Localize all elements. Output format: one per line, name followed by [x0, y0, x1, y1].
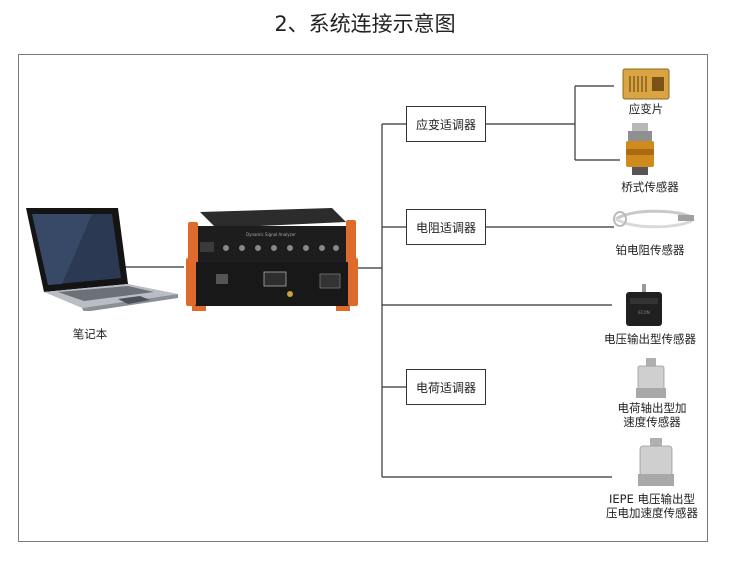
voltage-sensor-label: 电压输出型传感器 [604, 332, 696, 346]
charge-accelerometer-icon [636, 358, 666, 398]
voltage-output-sensor: ECON [624, 284, 664, 328]
diagram-title: 2、系统连接示意图 [274, 12, 456, 36]
laptop-label: 笔记本 [72, 327, 108, 341]
charge-accelerometer-label-line1: 电荷轴出型加 [617, 401, 687, 415]
svg-text:ECON: ECON [638, 310, 649, 315]
bridge-sensor [622, 123, 658, 175]
diagram-frame [18, 54, 708, 542]
bridge-sensor-icon [626, 123, 654, 175]
charge-accelerometer [634, 358, 668, 400]
strain-conditioner-box: 应变适调器 [406, 106, 486, 142]
analyzer-icon: Dynamic Signal Analyzer [186, 208, 358, 311]
resistance-conditioner-box: 电阻适调器 [406, 209, 486, 245]
strain-gauge-label: 应变片 [628, 102, 664, 116]
bridge-sensor-label: 桥式传感器 [621, 180, 679, 194]
iepe-accelerometer [636, 438, 676, 488]
iepe-accelerometer-label-line1: IEPE 电压输出型 [608, 492, 695, 506]
platinum-rtd-label: 铂电阻传感器 [615, 243, 685, 257]
voltage-sensor-icon: ECON [626, 284, 662, 326]
platinum-rtd-icon [613, 209, 694, 229]
charge-accelerometer-label-line2: 速度传感器 [623, 415, 681, 429]
platinum-rtd [612, 205, 696, 233]
charge-accelerometer-label: 电荷轴出型加 速度传感器 [600, 401, 704, 429]
charge-conditioner-box: 电荷适调器 [406, 369, 486, 405]
signal-analyzer-device: Dynamic Signal Analyzer [186, 204, 358, 312]
strain-gauge [622, 68, 670, 100]
laptop [22, 206, 182, 312]
laptop-icon [26, 208, 178, 312]
iepe-accelerometer-label: IEPE 电压输出型 压电加速度传感器 [590, 492, 714, 520]
iepe-accelerometer-label-line2: 压电加速度传感器 [606, 506, 698, 520]
strain-gauge-icon [622, 68, 670, 100]
analyzer-panel-text: Dynamic Signal Analyzer [246, 232, 296, 237]
iepe-accelerometer-icon [638, 438, 674, 486]
